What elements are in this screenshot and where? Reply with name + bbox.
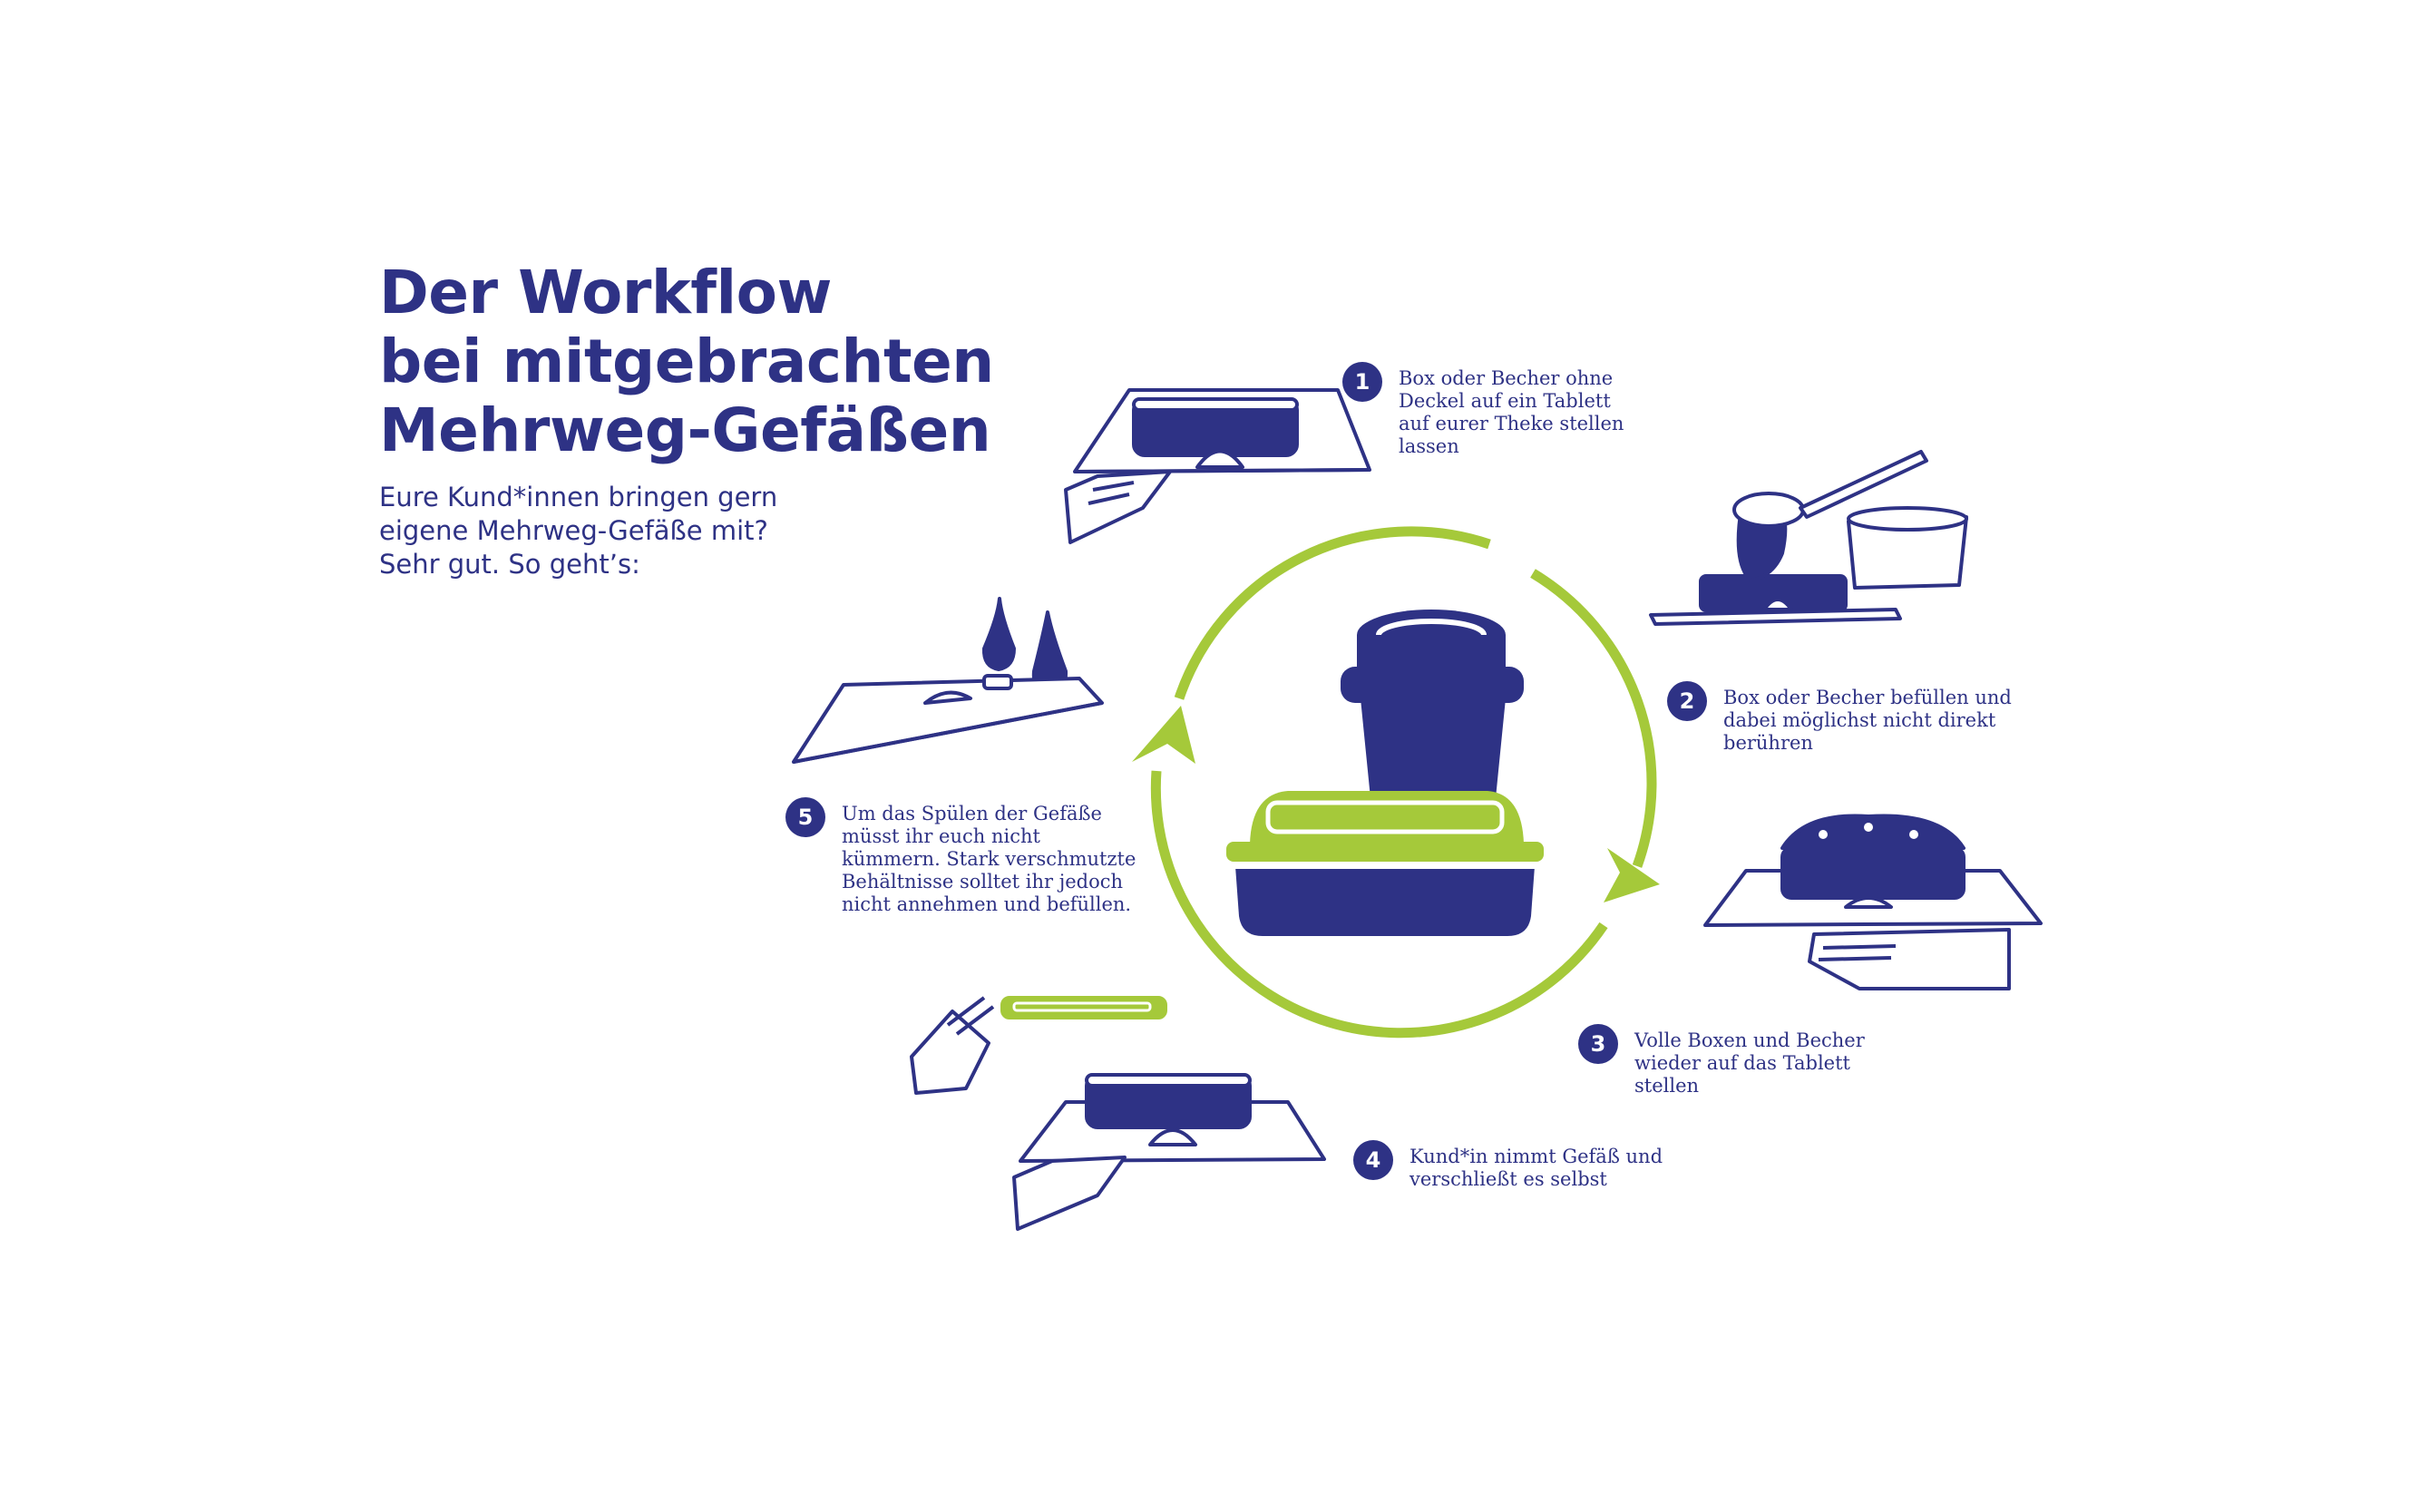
step-1-line-3: auf eurer Theke stellen bbox=[1399, 413, 1624, 434]
step-2-line-3: berühren bbox=[1723, 732, 1813, 754]
step-3-line-3: stellen bbox=[1634, 1075, 1700, 1097]
intro-text: Eure Kund*innen bringen gern eigene Mehr… bbox=[379, 481, 777, 581]
step-3-number-badge: 3 bbox=[1578, 1024, 1618, 1064]
intro-line-1: Eure Kund*innen bringen gern bbox=[379, 482, 778, 512]
step-3-line-2: wieder auf das Tablett bbox=[1634, 1052, 1850, 1074]
step-5-line-4: Behältnisse solltet ihr jedoch bbox=[842, 871, 1124, 893]
tray-with-box-and-hand-icon bbox=[1064, 388, 1371, 544]
title-line-2: bei mitgebrachten bbox=[379, 327, 994, 396]
arrowhead-right-icon bbox=[1604, 848, 1660, 902]
intro-line-2: eigene Mehrweg-Gefäße mit? bbox=[379, 515, 768, 546]
step-1-number-badge: 1 bbox=[1342, 362, 1382, 402]
step-5: 5 Um das Spülen der Gefäße müsst ihr euc… bbox=[785, 797, 1136, 916]
step-2-text: Box oder Becher befüllen und dabei mögli… bbox=[1723, 687, 2012, 755]
step-4-line-1: Kund*in nimmt Gefäß und bbox=[1409, 1146, 1663, 1167]
step-5-number-badge: 5 bbox=[785, 797, 825, 837]
step-5-text: Um das Spülen der Gefäße müsst ihr euch … bbox=[842, 803, 1136, 916]
step-2-line-1: Box oder Becher befüllen und bbox=[1723, 687, 2012, 708]
step-4-line-2: verschließt es selbst bbox=[1409, 1168, 1607, 1190]
reusable-cup-and-box-icon bbox=[1226, 610, 1544, 936]
intro-line-3: Sehr gut. So geht’s: bbox=[379, 549, 640, 580]
step-1-line-4: lassen bbox=[1399, 435, 1459, 457]
step-1-line-1: Box oder Becher ohne bbox=[1399, 367, 1614, 389]
step-2-line-2: dabei möglichst nicht direkt bbox=[1723, 709, 1996, 731]
step-5-line-1: Um das Spülen der Gefäße bbox=[842, 803, 1102, 824]
page-title: Der Workflow bei mitgebrachten Mehrweg-G… bbox=[379, 259, 994, 465]
step-3-text: Volle Boxen und Becher wieder auf das Ta… bbox=[1634, 1029, 1865, 1097]
title-line-1: Der Workflow bbox=[379, 258, 832, 327]
step-4-text: Kund*in nimmt Gefäß und verschließt es s… bbox=[1409, 1146, 1663, 1191]
step-4-number-badge: 4 bbox=[1353, 1140, 1393, 1180]
full-box-on-tray-with-hand-icon bbox=[1703, 814, 2043, 990]
step-3-line-1: Volle Boxen und Becher bbox=[1634, 1029, 1865, 1051]
customer-closing-lid-icon bbox=[910, 996, 1326, 1231]
step-5-line-2: müsst ihr euch nicht bbox=[842, 825, 1040, 847]
step-1-text: Box oder Becher ohne Deckel auf ein Tabl… bbox=[1399, 367, 1624, 458]
step-5-line-5: nicht annehmen und befüllen. bbox=[842, 893, 1132, 915]
title-line-3: Mehrweg-Gefäßen bbox=[379, 395, 991, 465]
arrowhead-left-icon bbox=[1132, 706, 1195, 764]
circular-arrows-icon bbox=[1150, 526, 1657, 1039]
step-1: 1 Box oder Becher ohne Deckel auf ein Ta… bbox=[1342, 362, 1624, 458]
step-2-number-badge: 2 bbox=[1667, 681, 1707, 721]
step-3: 3 Volle Boxen und Becher wieder auf das … bbox=[1578, 1024, 1865, 1097]
step-2: 2 Box oder Becher befüllen und dabei mög… bbox=[1667, 681, 2012, 755]
step-1-line-2: Deckel auf ein Tablett bbox=[1399, 390, 1611, 412]
water-drops-on-tray-icon bbox=[792, 597, 1104, 764]
ladle-filling-box-icon bbox=[1649, 450, 1968, 626]
step-4: 4 Kund*in nimmt Gefäß und verschließt es… bbox=[1353, 1140, 1663, 1191]
step-5-line-3: kümmern. Stark verschmutzte bbox=[842, 848, 1136, 870]
